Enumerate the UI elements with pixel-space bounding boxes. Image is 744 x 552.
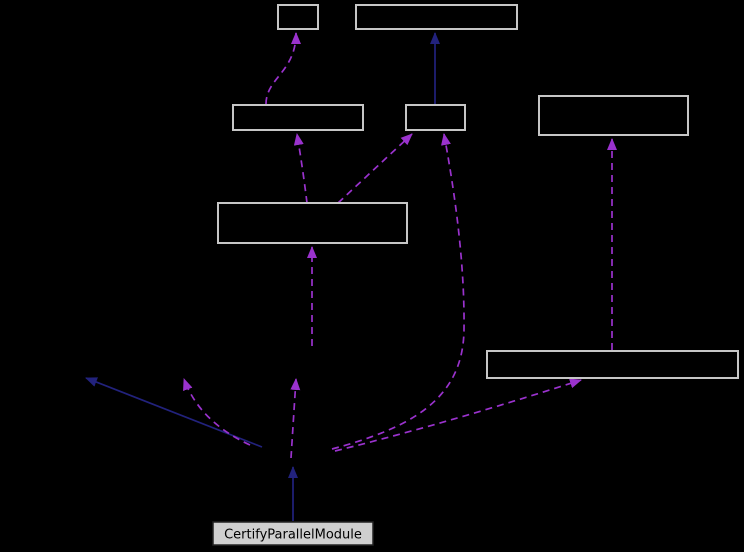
edge-usage-center-to-midleft [293,133,308,204]
node-top-small[interactable] [277,4,319,30]
node-main-label: CertifyParallelModule [224,528,362,543]
edge-usage-hub-to-midsmall-curve [331,133,465,450]
edge-usage-center-to-midsmall [337,133,413,204]
node-mid-small[interactable] [405,104,466,131]
node-mid-left[interactable] [232,104,364,131]
node-layer: CertifyParallelModule [212,4,739,546]
edge-usage-hub-to-left [183,378,251,446]
edge-usage-hub-to-middle-row [290,378,301,459]
edge-inherit-hub-to-upper-left [85,377,263,448]
node-right-upper[interactable] [538,95,689,136]
edge-layer [85,32,617,521]
node-main-box [212,521,374,546]
node-top-wide[interactable] [355,4,518,30]
node-right-lower[interactable] [486,350,739,379]
node-center[interactable] [217,202,408,244]
node-main: CertifyParallelModule [212,521,374,546]
